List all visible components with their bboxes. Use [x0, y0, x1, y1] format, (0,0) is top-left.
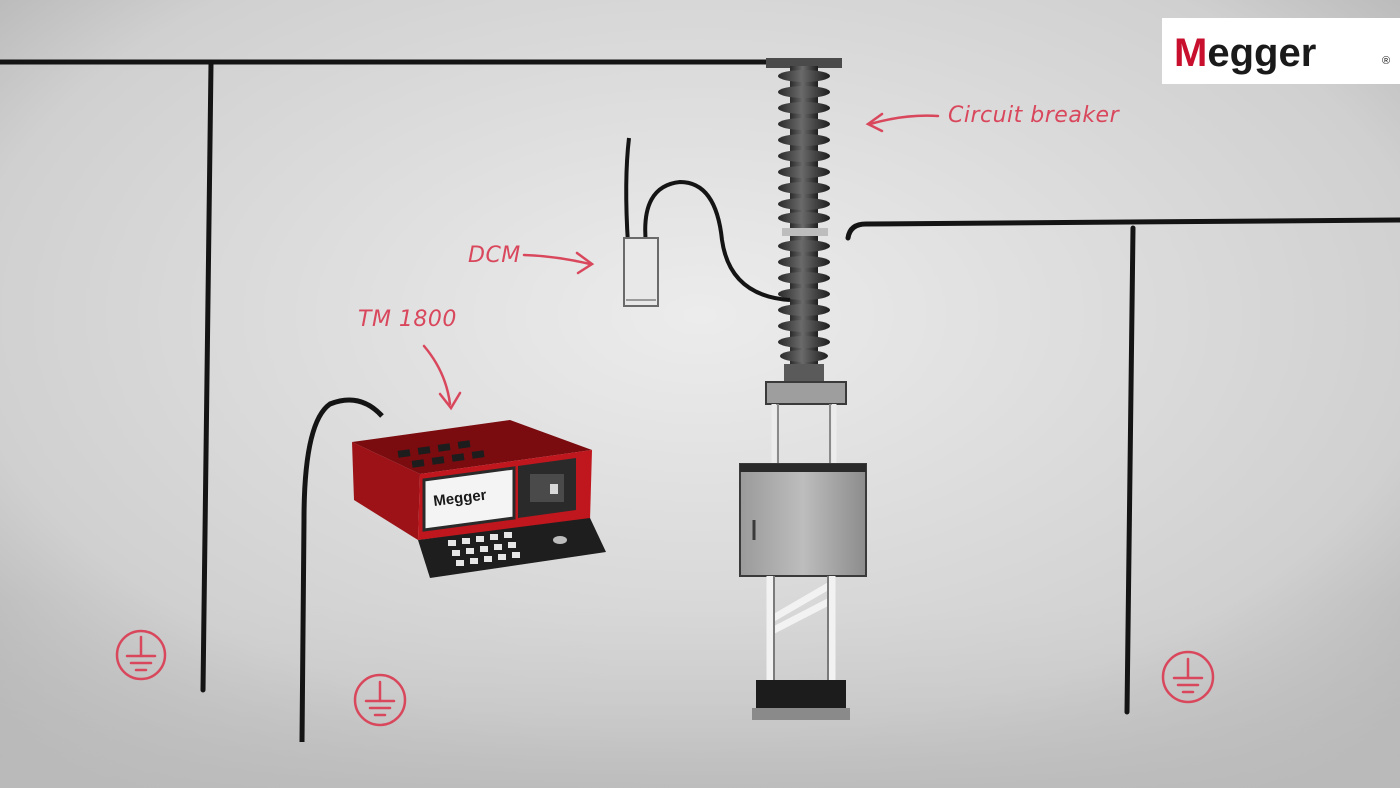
busbar-lines [0, 59, 1400, 715]
breaker-insulator-upper [778, 66, 830, 231]
arrow-right-icon [522, 251, 595, 275]
arrow-left-icon [865, 112, 940, 133]
logo-letter-m: M [1174, 31, 1207, 75]
label-tm1800: TM 1800 [358, 307, 457, 332]
label-circuit-breaker: Circuit breaker [948, 103, 1121, 128]
breaker-insulator-lower [778, 236, 830, 366]
megger-logo: Megger ® [1162, 18, 1400, 84]
svg-text:Megger: Megger [1174, 31, 1316, 75]
screen-logo: Megger [432, 487, 487, 510]
mechanism-cabinet [739, 463, 867, 577]
annotation-tm1800: TM 1800 [358, 307, 462, 411]
arrow-down-icon [422, 344, 462, 411]
circuit-breaker [739, 58, 867, 720]
annotation-dcm: DCM [468, 243, 595, 275]
label-dcm: DCM [468, 243, 521, 268]
annotation-circuit-breaker: Circuit breaker [865, 103, 1121, 133]
tm1800-instrument: Megger [299, 397, 606, 743]
instrument-screen [422, 466, 516, 532]
logo-registered-mark: ® [1382, 55, 1390, 67]
floor-shading [0, 600, 1400, 788]
ground-symbol-icon [115, 629, 167, 681]
ground-symbol-icon [1161, 650, 1215, 704]
logo-wordmark: egger [1207, 31, 1316, 75]
ground-symbol-icon [353, 673, 407, 727]
dcm-sensor [623, 137, 791, 307]
